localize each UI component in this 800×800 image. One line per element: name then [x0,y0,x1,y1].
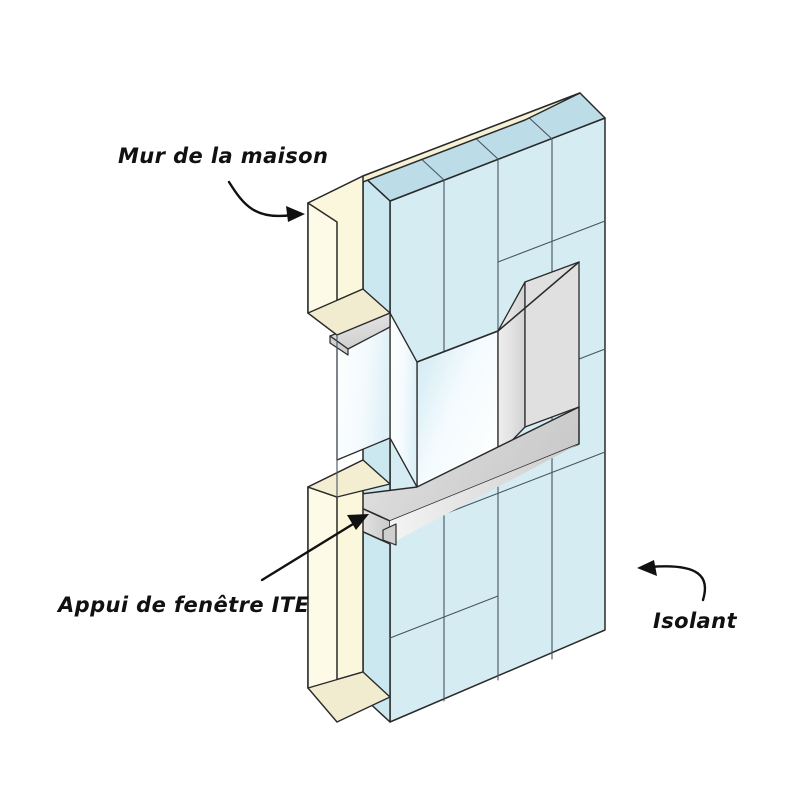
label-appui-arrow-head [347,514,369,530]
window-head-edge [416,330,499,363]
insulation-joint-horizontal-1 [497,220,606,263]
lintel-flashing-front [329,335,349,356]
sill-corner-return [382,523,397,546]
label-appui-arrow-line [260,519,360,582]
insulation-left-edge [362,175,391,723]
label-isolant-arrow-head [637,560,657,576]
label-isolant-text: Isolant [653,609,737,633]
label-isolant: Isolant [637,560,737,633]
window-opening [336,261,580,488]
label-mur-arrow-head [286,206,305,222]
wall-bottom-face [307,671,391,723]
window-head-edge-outer [497,261,580,332]
insulation-joint-horizontal-4 [389,595,499,639]
label-mur-arrow-line [227,180,294,218]
wall-soffit-upper [307,288,391,336]
label-mur-de-la-maison: Mur de la maison [118,144,328,222]
wall-upper-block [307,92,581,336]
label-isolant-arrow-line [648,565,707,602]
label-mur-text: Mur de la maison [118,144,328,168]
sill-drip-edge-right [390,444,579,544]
label-appui-de-fenetre-ite: Appui de fenêtre ITE [56,514,369,617]
window-right-jamb-outer [524,261,580,428]
label-appui-text: Appui de fenêtre ITE [56,593,310,617]
wall-front-strip-lower [307,486,338,711]
wall-sill-bearing-top [307,459,391,498]
